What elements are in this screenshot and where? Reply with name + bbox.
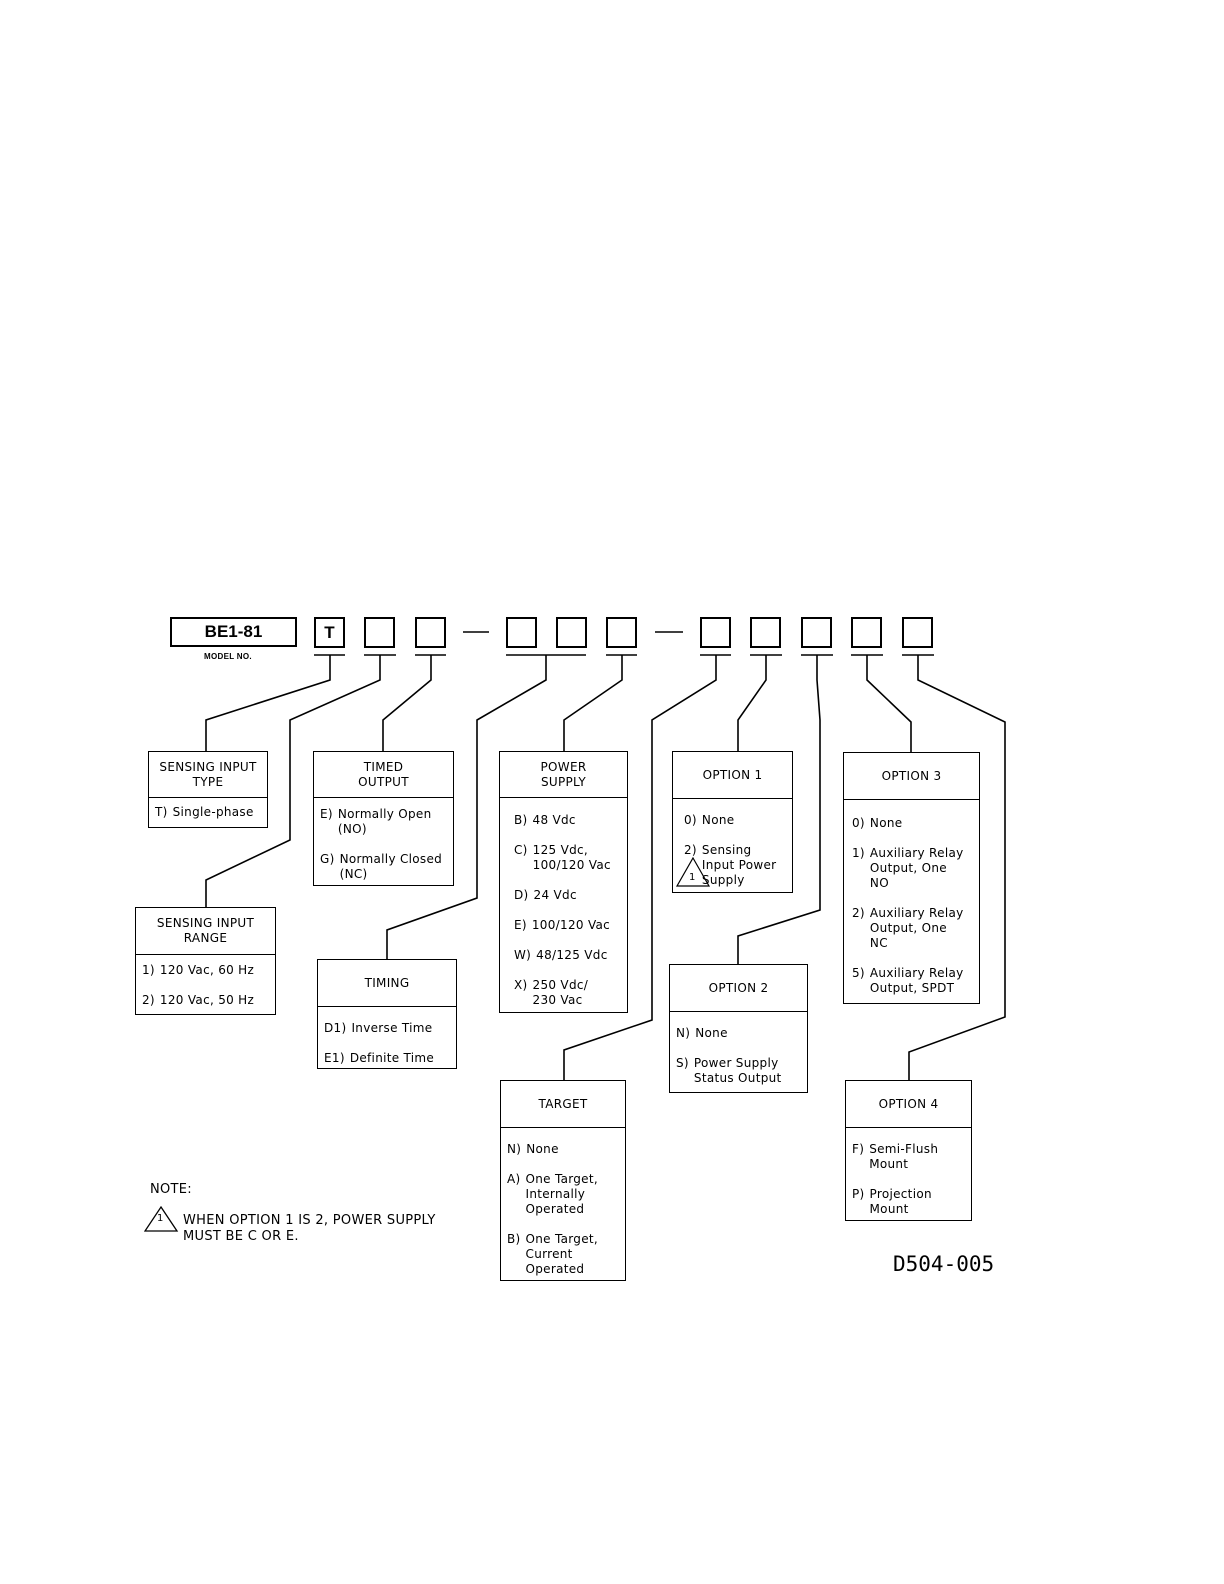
note-warning-icon <box>144 1205 179 1232</box>
power-supply-box: POWER SUPPLY B)48 Vdc C)125 Vdc, 100/120… <box>499 751 628 1013</box>
note-text: WHEN OPTION 1 IS 2, POWER SUPPLY MUST BE… <box>183 1213 436 1244</box>
target-box: TARGET N)None A)One Target, Internally O… <box>500 1080 626 1281</box>
model-number-label: BE1-81 <box>204 622 263 641</box>
option-item: 1)120 Vac, 60 Hz <box>142 963 255 977</box>
option-item: E)100/120 Vac <box>514 918 611 932</box>
model-number-box: BE1-81 <box>170 617 297 647</box>
option-item: E)Normally Open (NO) <box>320 807 432 836</box>
drawing-number: D504-005 <box>893 1252 995 1276</box>
box-title: TARGET <box>501 1081 625 1128</box>
model-number-caption: MODEL NO. <box>204 652 252 661</box>
slot-option-2 <box>801 617 832 648</box>
slot-target <box>700 617 731 648</box>
option-item: 2)120 Vac, 50 Hz <box>142 993 255 1007</box>
slot-timing-2 <box>556 617 587 648</box>
box-title: OPTION 1 <box>673 752 792 799</box>
option-item: P)Projection Mount <box>852 1187 932 1216</box>
option-item: E1)Definite Time <box>324 1051 435 1065</box>
slot-timing-1 <box>506 617 537 648</box>
option-2-box: OPTION 2 N)None S)Power Supply Status Ou… <box>669 964 808 1093</box>
option-item: D1)Inverse Time <box>324 1021 433 1035</box>
timed-output-box: TIMED OUTPUT E)Normally Open (NO) G)Norm… <box>313 751 454 886</box>
box-title: OPTION 4 <box>846 1081 971 1128</box>
option-item: 1)Auxiliary Relay Output, One NO <box>852 846 964 890</box>
option-item: 0)None <box>852 816 903 830</box>
box-title: SENSING INPUT TYPE <box>149 752 267 798</box>
option-3-box: OPTION 3 0)None 1)Auxiliary Relay Output… <box>843 752 980 1004</box>
option-item: B)One Target, Current Operated <box>507 1232 599 1276</box>
slot-power-supply <box>606 617 637 648</box>
note-marker-number: 1 <box>689 872 696 883</box>
option-item: S)Power Supply Status Output <box>676 1056 782 1085</box>
option-item: N)None <box>507 1142 559 1156</box>
note-heading: NOTE: <box>150 1182 192 1197</box>
option-item: G)Normally Closed (NC) <box>320 852 443 881</box>
slot-option-4 <box>902 617 933 648</box>
note-marker-icon <box>675 856 711 887</box>
box-title: POWER SUPPLY <box>500 752 627 798</box>
box-title: OPTION 2 <box>670 965 807 1012</box>
option-1-box: OPTION 1 0)None 2)Sensing Input Power Su… <box>672 751 793 893</box>
timing-box: TIMING D1)Inverse Time E1)Definite Time <box>317 959 457 1069</box>
slot-timed-output <box>415 617 446 648</box>
option-item: F)Semi-Flush Mount <box>852 1142 939 1171</box>
box-title: TIMED OUTPUT <box>314 752 453 798</box>
option-item: W)48/125 Vdc <box>514 948 608 962</box>
option-item: 2)Sensing Input Power Supply <box>684 843 777 887</box>
option-item: C)125 Vdc, 100/120 Vac <box>514 843 611 872</box>
option-item: 2)Auxiliary Relay Output, One NC <box>852 906 964 950</box>
option-item: 0)None <box>684 813 735 827</box>
option-item: T)Single-phase <box>155 805 254 819</box>
slot-option-3 <box>851 617 882 648</box>
option-item: N)None <box>676 1026 728 1040</box>
option-item: B)48 Vdc <box>514 813 576 827</box>
note-number: 1 <box>157 1213 164 1224</box>
option-item: 5)Auxiliary Relay Output, SPDT <box>852 966 964 995</box>
sensing-input-range-box: SENSING INPUT RANGE 1)120 Vac, 60 Hz 2)1… <box>135 907 276 1015</box>
option-4-box: OPTION 4 F)Semi-Flush Mount P)Projection… <box>845 1080 972 1221</box>
option-item: A)One Target, Internally Operated <box>507 1172 598 1216</box>
option-item: X)250 Vdc/ 230 Vac <box>514 978 589 1007</box>
slot-sensing-input-range <box>364 617 395 648</box>
option-item: D)24 Vdc <box>514 888 577 902</box>
box-title: OPTION 3 <box>844 753 979 800</box>
slot-sensing-input-type: T <box>314 617 345 648</box>
box-title: SENSING INPUT RANGE <box>136 908 275 955</box>
slot-option-1 <box>750 617 781 648</box>
box-title: TIMING <box>318 960 456 1007</box>
sensing-input-type-box: SENSING INPUT TYPE T)Single-phase <box>148 751 268 828</box>
